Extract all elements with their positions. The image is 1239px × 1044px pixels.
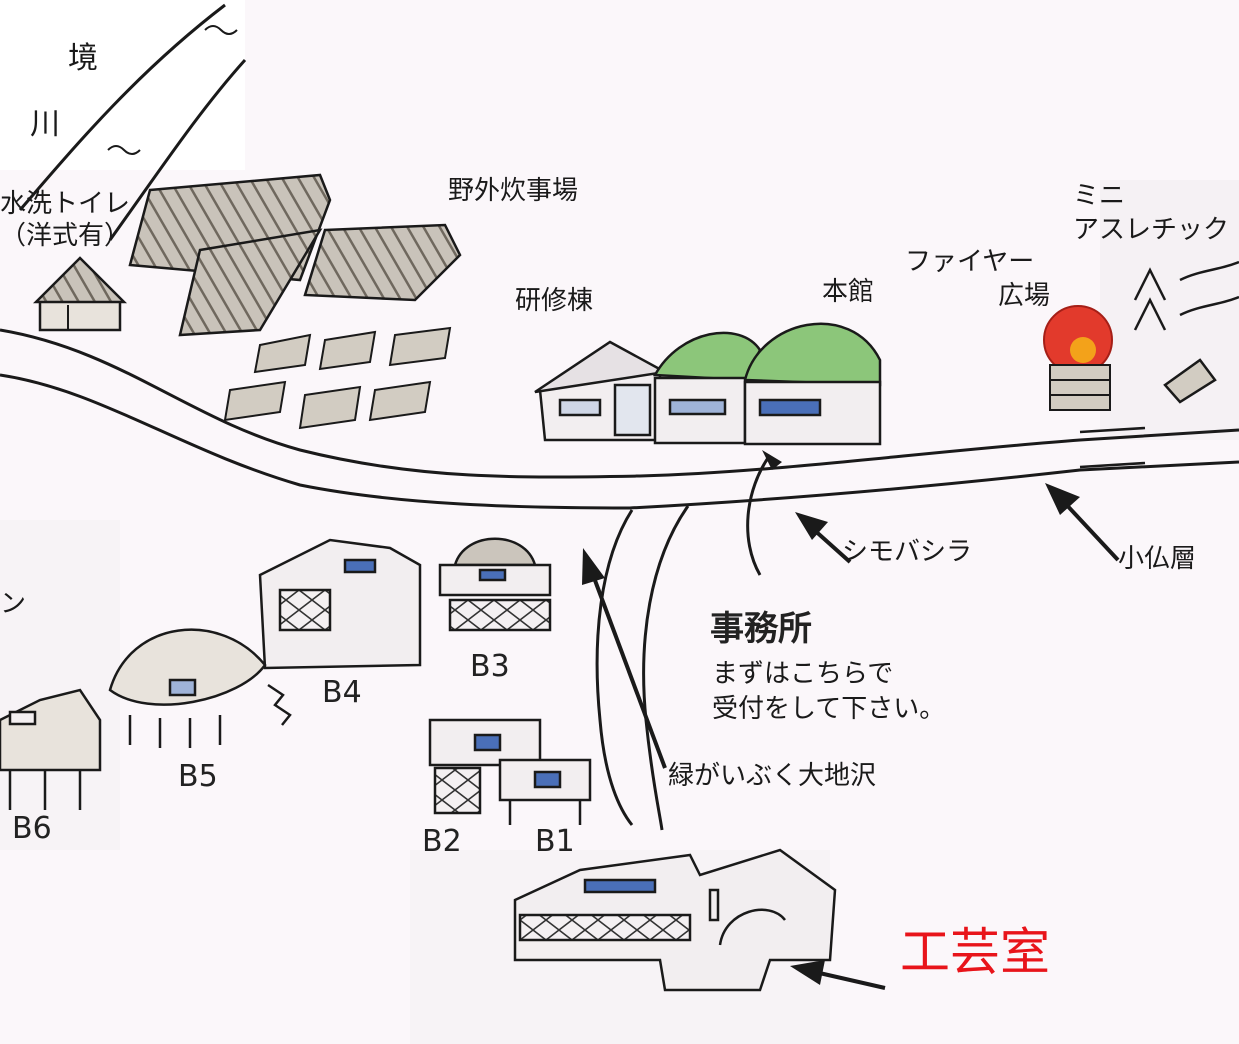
label-cabin-b2: B2 <box>422 824 462 859</box>
craft-room-building <box>513 848 837 992</box>
fire-square <box>1043 305 1113 411</box>
side-path <box>595 505 690 831</box>
arrow-to-main-building <box>746 450 782 576</box>
label-cabin-b5: B5 <box>178 759 218 794</box>
cabin-b4 <box>258 538 422 670</box>
label-river-1: 境 <box>68 41 98 76</box>
label-training-building: 研修棟 <box>515 286 594 316</box>
main-building <box>652 322 882 446</box>
arrow-shimobashira <box>795 512 852 564</box>
label-main-building: 本館 <box>822 277 875 307</box>
road-lanes <box>1079 426 1146 469</box>
mini-athletic <box>1133 260 1239 404</box>
cabin-b2 <box>428 718 542 815</box>
label-kobotoke: 小仏層 <box>1118 544 1197 574</box>
cabin-b5 <box>108 628 292 748</box>
label-midori-swamp: 緑がいぶく大地沢 <box>668 761 877 791</box>
training-building <box>534 340 669 442</box>
label-mini-athletic-2: アスレチック <box>1073 216 1230 245</box>
picnic-tables <box>223 326 452 430</box>
label-cabin-b3: B3 <box>470 649 510 684</box>
outdoor-kitchen-roofs <box>128 173 462 337</box>
arrow-craft-room <box>790 960 886 990</box>
label-toilet-1: 水洗トイレ <box>0 189 131 219</box>
label-craft-room: 工芸室 <box>900 923 1050 981</box>
arrow-kobotoke <box>1045 483 1120 562</box>
toilet-hut <box>32 256 128 332</box>
label-shimobashira: シモバシラ <box>842 537 973 567</box>
cabin-b3 <box>438 537 552 632</box>
label-fire-square-1: ファイヤー <box>905 247 1035 277</box>
arrow-midori-swamp <box>582 548 667 769</box>
cabin-b1 <box>498 758 592 825</box>
label-cabin-b4: B4 <box>322 675 362 710</box>
label-edge-char: ン <box>0 589 27 619</box>
label-river-2: 川 <box>30 107 60 142</box>
river <box>18 3 247 241</box>
cabin-b6 <box>0 688 102 810</box>
label-office-line-1: まずはこちらで <box>712 659 894 689</box>
label-fire-square-2: 広場 <box>998 281 1051 311</box>
label-toilet-2: （洋式有） <box>0 221 131 251</box>
label-office-title: 事務所 <box>710 609 812 649</box>
label-cabin-b6: B6 <box>12 811 52 846</box>
label-office-line-2: 受付をして下さい。 <box>712 694 946 724</box>
main-road <box>0 328 1239 510</box>
label-cabin-b1: B1 <box>535 824 575 859</box>
label-outdoor-kitchen: 野外炊事場 <box>448 176 579 206</box>
label-mini-athletic-1: ミニ <box>1073 181 1126 211</box>
